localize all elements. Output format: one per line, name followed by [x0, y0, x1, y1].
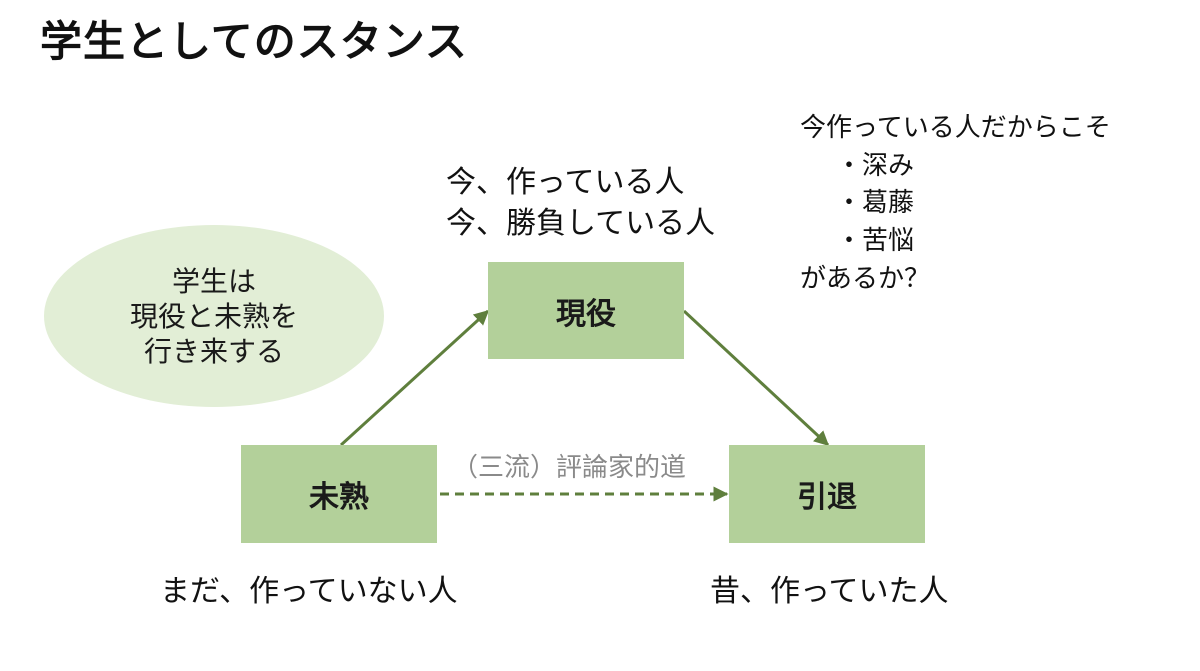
note-heading: 今作っている人だからこそ	[800, 113, 1111, 143]
note-item: ・深み	[836, 150, 915, 181]
arrow-genyaku-to-intai	[682, 309, 830, 447]
student-ellipse: 学生は 現役と未熟を 行き来する	[44, 225, 384, 407]
page-title: 学生としてのスタンス	[40, 17, 468, 66]
note-item: ・苦悩	[836, 226, 915, 257]
critic-path-label: （三流）評論家的道	[452, 453, 687, 483]
node-mijuku-label: 未熟	[309, 480, 369, 515]
node-mijuku: 未熟	[241, 445, 437, 543]
note-item: ・葛藤	[836, 188, 915, 219]
label-now-competing: 今、勝負している人	[446, 205, 716, 241]
note-closing: があるか？	[800, 263, 931, 294]
ellipse-line-2: 現役と未熟を	[129, 299, 298, 333]
now-labels: 今、作っている人 今、勝負している人	[446, 163, 715, 244]
label-formerly: 昔、作っていた人	[710, 574, 949, 609]
node-intai: 引退	[729, 445, 925, 543]
label-now-making: 今、作っている人	[446, 165, 685, 200]
node-genyaku-label: 現役	[556, 296, 616, 332]
label-not-yet: まだ、作っていない人	[160, 574, 458, 609]
ellipse-line-3: 行き来する	[143, 334, 284, 368]
arrow-mijuku-to-genyaku	[339, 309, 490, 447]
note-block: 今作っている人だからこそ ・深み ・葛藤 ・苦悩 があるか？	[800, 110, 1111, 298]
node-genyaku: 現役	[488, 262, 684, 359]
node-intai-label: 引退	[797, 480, 857, 515]
ellipse-line-1: 学生は	[171, 264, 256, 298]
